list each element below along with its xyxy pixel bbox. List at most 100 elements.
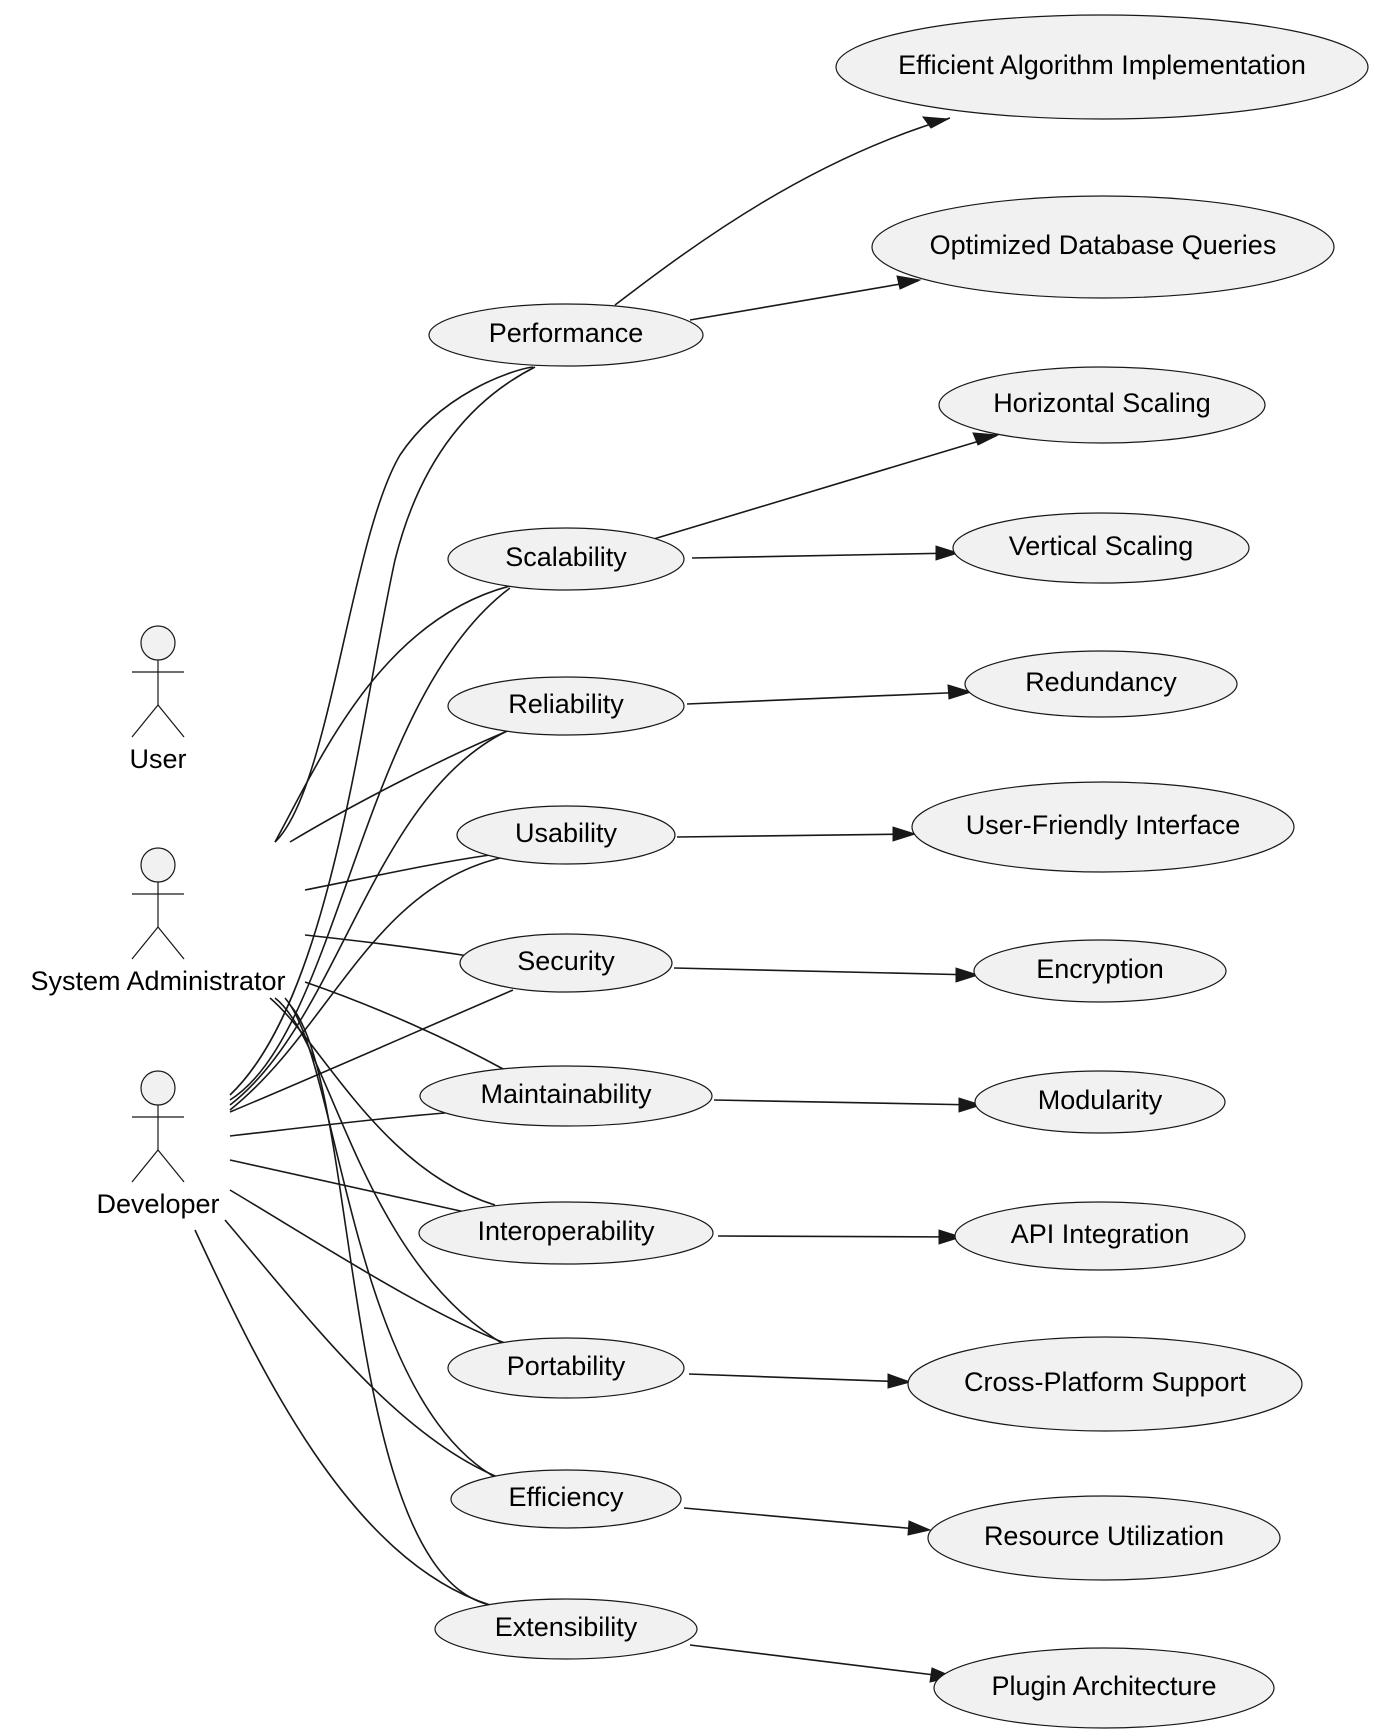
usecase-resource-utilization: Resource Utilization [927, 1495, 1281, 1581]
usecase-maintainability-label: Maintainability [480, 1079, 652, 1109]
usecase-encryption: Encryption [973, 939, 1227, 1003]
arrow-performance-efficient-algorithm [614, 116, 951, 306]
arrow-maintainability-modularity [713, 1097, 983, 1113]
assoc-dev-efficiency [224, 1219, 506, 1481]
usecase-portability-label: Portability [507, 1351, 626, 1381]
arrowhead-api-integration [938, 1229, 963, 1245]
usecase-modularity-label: Modularity [1038, 1085, 1163, 1115]
usecase-extensibility-label: Extensibility [495, 1612, 638, 1642]
arrow-usability-user-friendly-line [676, 833, 914, 838]
arrowhead-efficient-algorithm [921, 116, 950, 129]
usecase-interoperability-label: Interoperability [477, 1216, 655, 1246]
usecase-horizontal-scaling-shape [938, 366, 1266, 444]
usecase-security-label: Security [517, 946, 615, 976]
usecase-interoperability: Interoperability [418, 1201, 714, 1265]
usecase-scalability-shape [447, 527, 685, 591]
assoc-sysadmin-performance [274, 366, 534, 843]
usecase-scalability: Scalability [447, 527, 685, 591]
actor-system-administrator: System Administrator [30, 847, 286, 996]
actor-developer-left-leg [131, 1149, 159, 1183]
assoc-dev-portability [229, 1189, 511, 1346]
actor-user: User [129, 625, 187, 774]
usecase-plugin-architecture-shape [933, 1647, 1275, 1729]
usecase-encryption-shape [973, 939, 1227, 1003]
usecase-optimized-queries-shape [871, 195, 1335, 299]
assoc-sysadmin-efficiency [284, 997, 501, 1481]
assoc-sysadmin-usability [304, 854, 491, 891]
arrow-maintainability-modularity-line [713, 1099, 980, 1106]
usecase-maintainability-shape [419, 1065, 713, 1127]
assoc-dev-extensibility [194, 1229, 491, 1606]
usecase-redundancy-shape [964, 650, 1238, 718]
usecase-performance-label: Performance [489, 318, 644, 348]
arrow-scalability-vertical-line [691, 552, 957, 559]
usecase-redundancy-label: Redundancy [1025, 667, 1177, 697]
assoc-dev-usability [229, 857, 501, 1111]
arrow-portability-cross-platform [688, 1373, 912, 1389]
arrow-scalability-vertical [691, 545, 960, 561]
usecase-modularity: Modularity [974, 1070, 1226, 1134]
arrow-efficiency-resource [683, 1507, 932, 1536]
usecase-efficient-algorithm-shape [835, 14, 1369, 120]
arrowhead-optimized-queries [896, 275, 922, 290]
actor-user-right-leg [157, 704, 185, 738]
arrow-efficiency-resource-line [683, 1507, 929, 1531]
assoc-sysadmin-extensibility [289, 1004, 491, 1606]
assoc-dev-scalability [229, 587, 511, 1101]
usecase-efficiency-label: Efficiency [508, 1482, 624, 1512]
assoc-dev-security [229, 989, 514, 1113]
usecase-api-integration-shape [954, 1201, 1246, 1271]
usecase-maintainability: Maintainability [419, 1065, 713, 1127]
usecase-extensibility: Extensibility [434, 1598, 698, 1660]
assoc-dev-reliability [229, 731, 506, 1106]
arrowhead-horizontal-scaling [972, 432, 1000, 446]
usecase-performance: Performance [428, 303, 704, 367]
assoc-sysadmin-security [304, 934, 476, 958]
actor-user-label: User [129, 744, 186, 774]
usecase-extensibility-shape [434, 1598, 698, 1660]
arrow-extensibility-plugin [689, 1644, 955, 1683]
usecase-plugin-architecture-label: Plugin Architecture [991, 1671, 1216, 1701]
arrow-scalability-horizontal-line [646, 435, 997, 542]
arrow-usability-user-friendly [676, 826, 917, 842]
usecase-resource-utilization-shape [927, 1495, 1281, 1581]
usecase-modularity-shape [974, 1070, 1226, 1134]
usecase-user-friendly-interface-shape [911, 781, 1295, 873]
assoc-sysadmin-maintainability [304, 981, 506, 1071]
usecase-usability-shape [456, 805, 676, 865]
assoc-sysadmin-reliability [289, 729, 511, 843]
usecase-performance-shape [428, 303, 704, 367]
usecase-api-integration: API Integration [954, 1201, 1246, 1271]
usecase-horizontal-scaling-label: Horizontal Scaling [993, 388, 1211, 418]
arrowhead-redundancy [947, 684, 973, 700]
arrowhead-user-friendly-interface [892, 826, 917, 842]
usecase-security: Security [459, 933, 673, 993]
assoc-dev-maintainability [229, 1112, 446, 1137]
arrow-interoperability-api [717, 1229, 963, 1245]
usecase-efficiency: Efficiency [450, 1469, 682, 1529]
actor-developer: Developer [96, 1070, 220, 1219]
actor-sysadmin-label: System Administrator [30, 966, 285, 996]
actor-developer-right-leg [157, 1149, 185, 1183]
usecase-efficient-algorithm: Efficient Algorithm Implementation [835, 14, 1369, 120]
arrow-reliability-redundancy [686, 684, 973, 705]
assoc-dev-performance [229, 366, 536, 1096]
arrow-reliability-redundancy-line [686, 691, 970, 705]
usecase-optimized-queries-label: Optimized Database Queries [930, 230, 1277, 260]
usecase-cross-platform-support-label: Cross-Platform Support [964, 1367, 1247, 1397]
assoc-sysadmin-portability [274, 997, 506, 1346]
arrowhead-cross-platform-support [887, 1373, 912, 1389]
assoc-sysadmin-interoperability [269, 997, 496, 1206]
usecase-usability: Usability [456, 805, 676, 865]
assoc-dev-interoperability [229, 1159, 466, 1213]
usecase-portability-shape [447, 1337, 685, 1399]
usecase-user-friendly-interface: User-Friendly Interface [911, 781, 1295, 873]
usecase-efficient-algorithm-label: Efficient Algorithm Implementation [898, 50, 1306, 80]
usecase-resource-utilization-label: Resource Utilization [984, 1521, 1224, 1551]
arrowhead-vertical-scaling [935, 545, 960, 561]
usecase-vertical-scaling-shape [952, 512, 1250, 584]
arrow-performance-optimized-queries-line [689, 280, 919, 321]
actor-user-head [140, 625, 176, 661]
actor-developer-label: Developer [96, 1189, 219, 1219]
